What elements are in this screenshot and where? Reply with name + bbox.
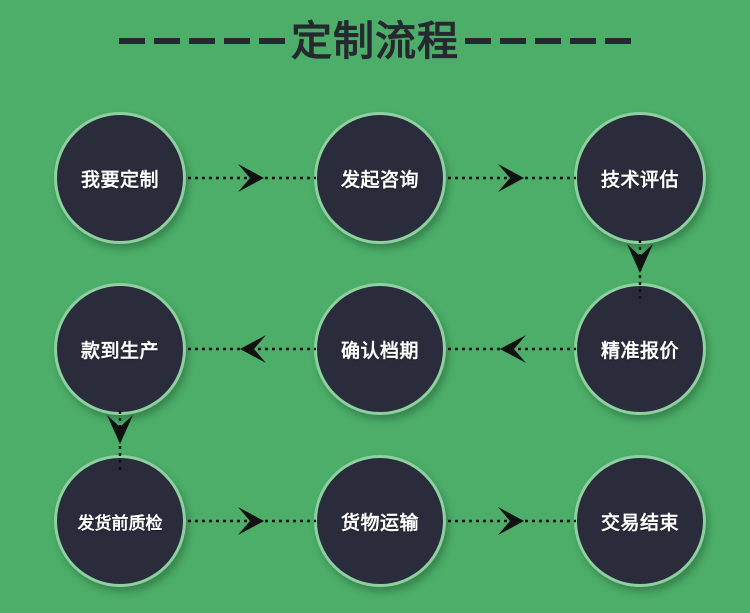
arrow-right-icon <box>188 504 316 538</box>
flow-node-r2c3[interactable]: 精准报价 <box>574 283 706 415</box>
title-dash <box>189 38 215 44</box>
title-left-dashes <box>119 38 285 44</box>
flow-node-label: 货物运输 <box>340 512 419 534</box>
flow-node-r1c3[interactable]: 技术评估 <box>574 112 706 244</box>
arrow-left-icon <box>188 332 316 366</box>
flow-node-r2c1[interactable]: 款到生产 <box>54 283 186 415</box>
flow-node-label: 发起咨询 <box>340 169 419 191</box>
arrow-right-icon <box>448 161 576 195</box>
arrow-right-icon <box>448 504 576 538</box>
page-title: 定制流程 <box>291 17 459 64</box>
arrow-down-icon <box>623 240 657 302</box>
title-dash <box>259 38 285 44</box>
flow-node-label: 精准报价 <box>600 340 679 362</box>
title-dash <box>570 38 596 44</box>
flow-node-r1c1[interactable]: 我要定制 <box>54 112 186 244</box>
flow-node-r1c2[interactable]: 发起咨询 <box>314 112 446 244</box>
flow-node-label: 确认档期 <box>340 340 419 362</box>
flow-node-label: 发货前质检 <box>77 513 163 533</box>
title-dash <box>500 38 526 44</box>
title-dash <box>535 38 561 44</box>
title-dash <box>605 38 631 44</box>
flow-node-label: 交易结束 <box>600 512 679 534</box>
arrow-left-icon <box>448 332 576 366</box>
title-dash <box>224 38 250 44</box>
flow-node-r3c2[interactable]: 货物运输 <box>314 455 446 587</box>
title-right-dashes <box>465 38 631 44</box>
title-dash <box>465 38 491 44</box>
title-dash <box>119 38 145 44</box>
flow-node-r3c1[interactable]: 发货前质检 <box>54 455 186 587</box>
flow-node-label: 技术评估 <box>600 169 679 191</box>
arrow-down-icon <box>103 411 137 473</box>
flow-node-r3c3[interactable]: 交易结束 <box>574 455 706 587</box>
arrow-right-icon <box>188 161 316 195</box>
flow-node-label: 款到生产 <box>80 340 159 362</box>
flow-node-r2c2[interactable]: 确认档期 <box>314 283 446 415</box>
diagram-title-bar: 定制流程 <box>0 14 750 68</box>
flow-node-label: 我要定制 <box>80 169 159 191</box>
title-dash <box>154 38 180 44</box>
